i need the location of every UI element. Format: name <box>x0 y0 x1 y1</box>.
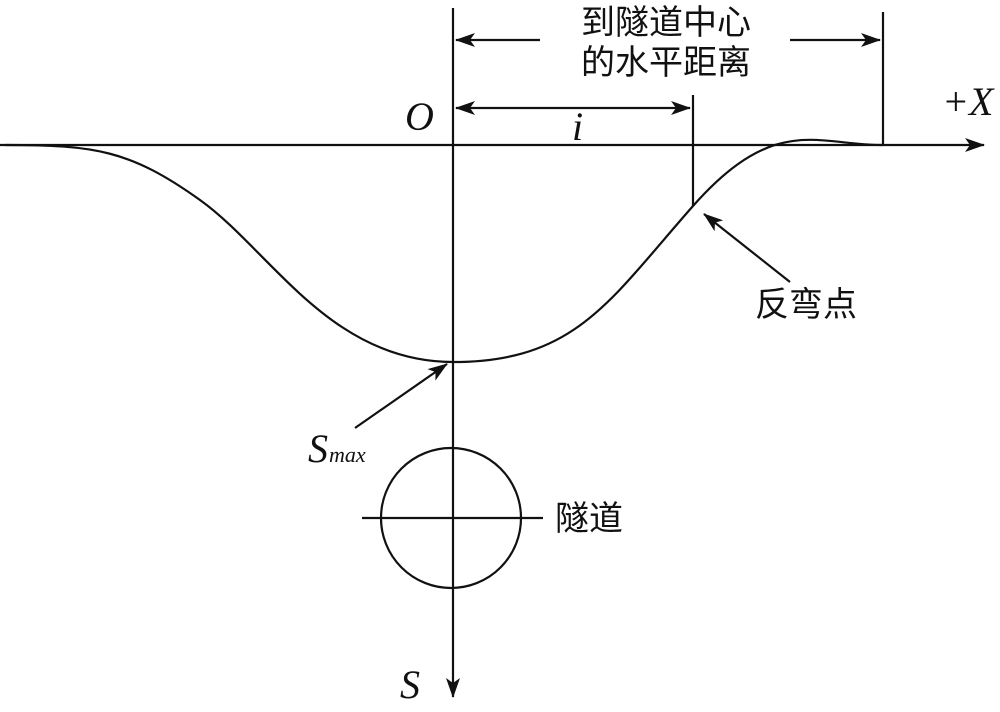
inflection-point-label: 反弯点 <box>755 285 857 325</box>
smax-pointer-arrow <box>354 363 448 429</box>
origin-label: O <box>405 94 434 139</box>
smax-label: Smax <box>308 426 366 471</box>
smax-subscript-text: max <box>329 442 366 467</box>
x-axis-label: +X <box>942 79 995 124</box>
inflection-pointer-arrow <box>703 213 791 283</box>
i-label: i <box>572 104 583 149</box>
s-axis-label: S <box>400 662 420 707</box>
tunnel-label: 隧道 <box>555 499 623 539</box>
distance-label-line2: 的水平距离 <box>581 43 751 83</box>
smax-main-text: S <box>308 426 328 471</box>
distance-label-line1: 到隧道中心 <box>581 3 751 43</box>
settlement-curve <box>4 138 884 364</box>
